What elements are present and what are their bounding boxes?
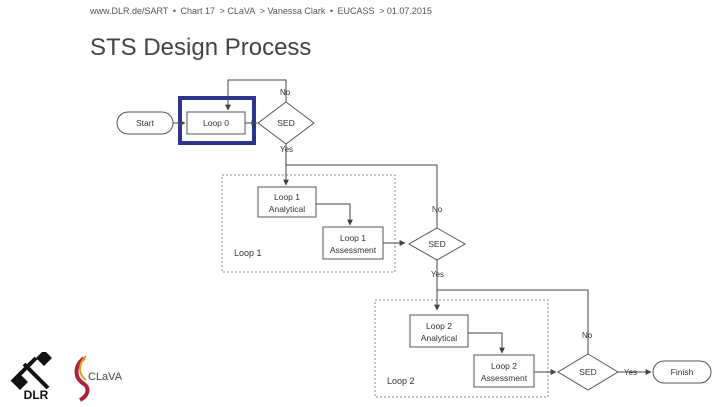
sed2-yes-label: Yes: [431, 270, 444, 279]
clava-logo-text: CLaVA: [88, 371, 123, 383]
start-label: Start: [136, 118, 155, 128]
loop2-group-label: Loop 2: [387, 376, 415, 386]
dlr-logo-text: DLR: [24, 388, 49, 400]
loop2-assessment-node: [473, 354, 535, 388]
breadcrumb-separator: •: [329, 6, 334, 16]
loop1-assessment-label-1: Loop 1: [340, 233, 366, 243]
loop1-group: [221, 174, 396, 273]
finish-label: Finish: [671, 367, 694, 377]
loop1-assessment-node: [322, 226, 384, 260]
sed1-no-label: No: [280, 88, 291, 97]
sed3-yes-label: Yes: [624, 368, 637, 377]
sed1-yes-label: Yes: [280, 145, 293, 154]
sed1-label: SED: [277, 118, 294, 128]
breadcrumb-chart: Chart 17: [180, 6, 216, 16]
breadcrumb-separator: •: [172, 6, 177, 16]
dlr-logo: DLR: [8, 350, 64, 405]
loop2-group: [374, 299, 549, 398]
sed2-no-label: No: [432, 205, 443, 214]
finish-node: [652, 360, 712, 384]
loop2-analytical-label-1: Loop 2: [426, 321, 452, 331]
sed2-label: SED: [428, 239, 445, 249]
sed3-decision: [557, 353, 619, 391]
breadcrumb-author: > Vanessa Clark: [259, 6, 326, 16]
sed3-label: SED: [579, 367, 596, 377]
breadcrumb-project: > CLaVA: [219, 6, 256, 16]
breadcrumb-date: > 01.07.2015: [379, 6, 432, 16]
loop1-analytical-node: [257, 186, 317, 218]
sed3-no-label: No: [582, 331, 593, 340]
breadcrumb-event: EUCASS: [337, 6, 375, 16]
clava-logo: CLaVA: [68, 352, 128, 407]
loop2-analytical-label-2: Analytical: [421, 333, 457, 343]
loop2-assessment-label-1: Loop 2: [491, 361, 517, 371]
breadcrumb-site: www.DLR.de/SART: [90, 6, 169, 16]
loop2-analytical-node: [409, 314, 469, 348]
breadcrumb: www.DLR.de/SART • Chart 17 > CLaVA > Van…: [90, 6, 434, 16]
loop1-analytical-label-2: Analytical: [269, 204, 305, 214]
page-title: STS Design Process: [90, 34, 312, 61]
loop1-assessment-label-2: Assessment: [330, 245, 377, 255]
loop1-group-label: Loop 1: [234, 248, 262, 258]
loop2-assessment-label-2: Assessment: [481, 373, 528, 383]
loop1-analytical-label-1: Loop 1: [274, 192, 300, 202]
loop0-label: Loop 0: [203, 118, 229, 128]
